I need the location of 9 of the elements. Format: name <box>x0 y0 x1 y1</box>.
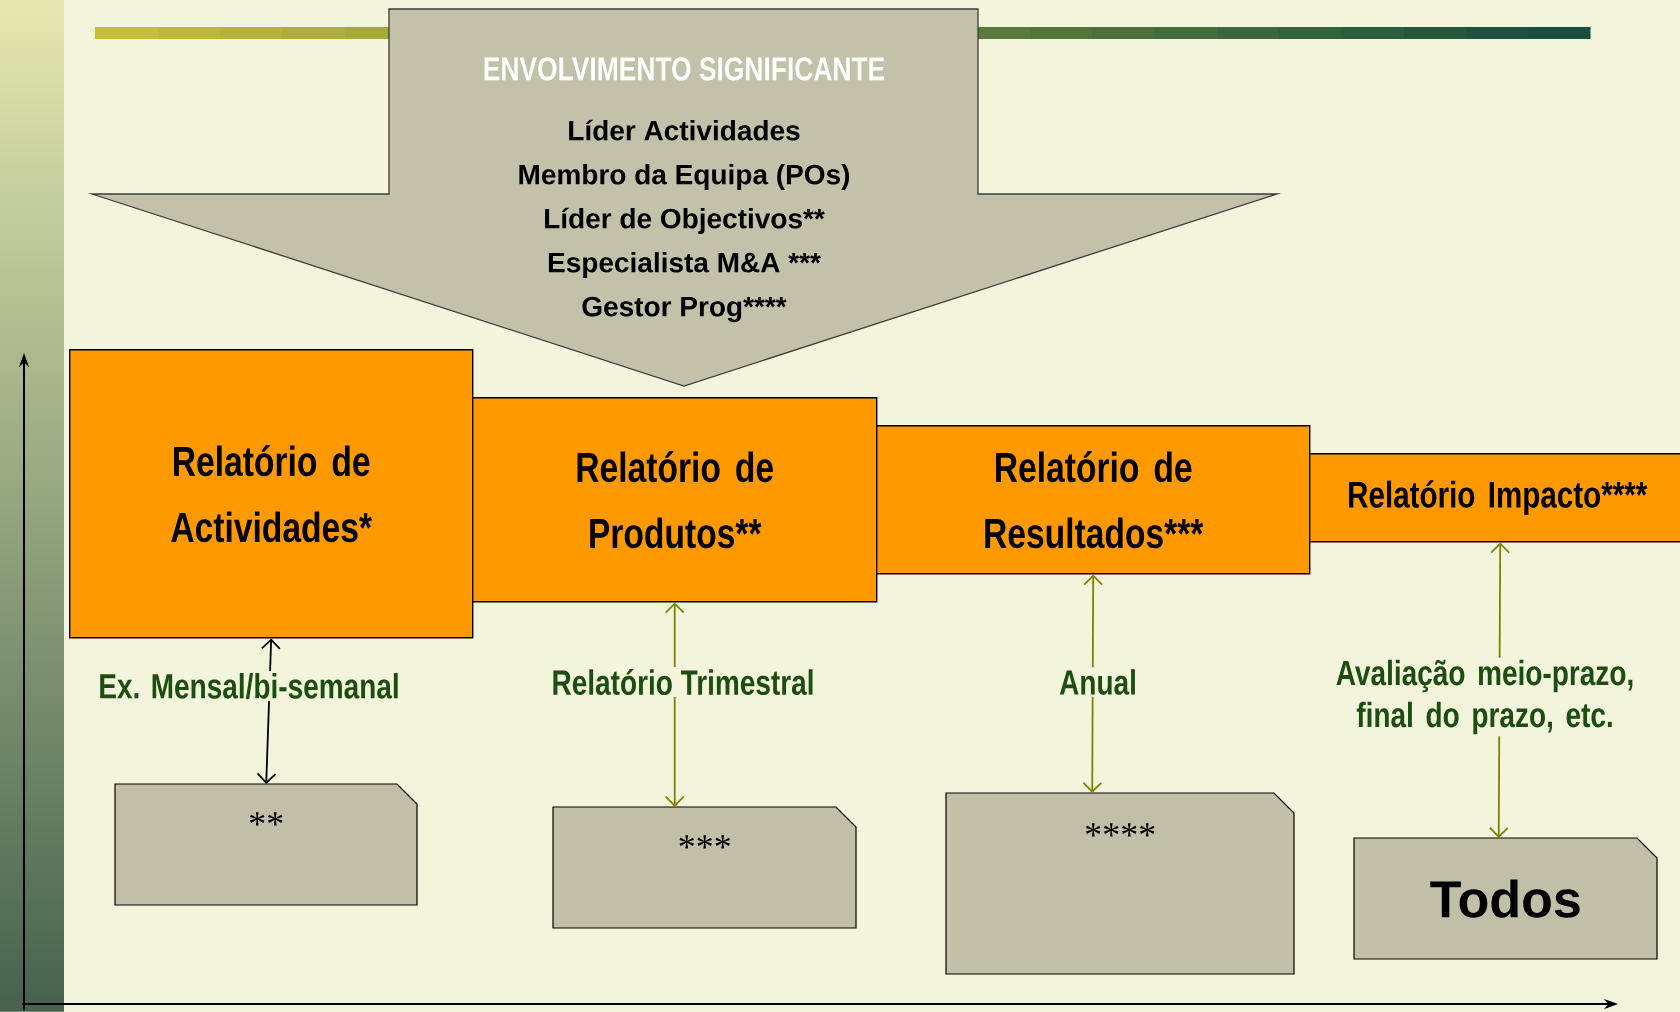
report-box: Relatório Impacto**** <box>1309 453 1680 543</box>
edge-label: Avaliação meio-prazo, final do prazo, etc. <box>1310 657 1660 737</box>
report-box: Relatório de Resultados*** <box>876 425 1311 575</box>
edge-label: Anual <box>1057 667 1139 697</box>
edge-label: Ex. Mensal/bi-semanal <box>96 671 402 702</box>
report-box: Relatório de Actividades* <box>69 349 474 639</box>
report-box: Relatório de Produtos** <box>472 397 878 603</box>
double-arrow <box>1082 574 1104 793</box>
edge-label: Relatório Trimestral <box>549 667 817 697</box>
